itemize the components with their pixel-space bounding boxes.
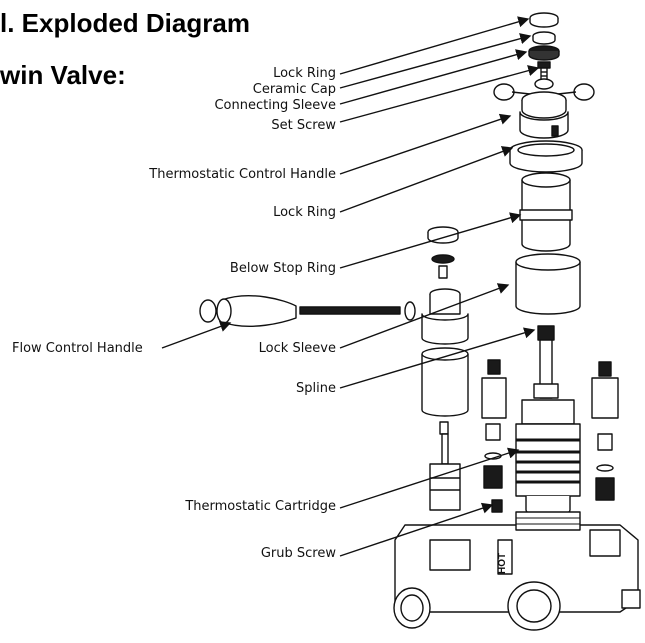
leader-lock-sleeve bbox=[339, 283, 510, 349]
ceramic-cap-part bbox=[532, 31, 556, 45]
leader-below-stop-ring bbox=[339, 212, 522, 269]
leader-set-screw bbox=[339, 65, 540, 123]
lock-ring-cylinder-part bbox=[519, 172, 573, 252]
cross-handle-part bbox=[493, 78, 595, 139]
flow-control-handle-part bbox=[199, 295, 416, 327]
label-thermostatic-control-handle: Thermostatic Control Handle bbox=[149, 167, 336, 182]
thermostatic-handle-ring-part bbox=[509, 140, 583, 173]
connecting-sleeve-part bbox=[528, 45, 560, 61]
leader-spline bbox=[339, 327, 536, 389]
spline-stem-part bbox=[533, 325, 559, 399]
left-spindle-part bbox=[429, 421, 461, 511]
top-lock-ring-part bbox=[529, 12, 559, 28]
leader-lock-ring bbox=[339, 146, 514, 213]
label-below-stop-ring: Below Stop Ring bbox=[229, 261, 336, 276]
label-ceramic-cap: Ceramic Cap bbox=[252, 82, 336, 97]
label-set-screw: Set Screw bbox=[271, 118, 336, 133]
left-lock-sleeve-part bbox=[421, 288, 469, 417]
diagram-title: l. Exploded Diagram bbox=[0, 8, 250, 38]
leader-thermostatic-handle bbox=[339, 113, 512, 175]
label-grub-screw: Grub Screw bbox=[260, 546, 336, 561]
valve-body-part bbox=[393, 511, 641, 631]
hot-side-cartridge-part bbox=[481, 359, 507, 513]
leader-flow-control-handle bbox=[161, 321, 232, 349]
leader-ceramic-cap bbox=[339, 33, 532, 89]
thermostatic-cartridge-part bbox=[515, 399, 581, 517]
leader-thermostatic-cartridge bbox=[339, 447, 520, 509]
label-connecting-sleeve: Connecting Sleeve bbox=[214, 98, 336, 113]
leader-connecting-sleeve bbox=[339, 49, 528, 105]
label-spline: Spline bbox=[296, 381, 336, 396]
body-hot-label: HOT bbox=[497, 553, 508, 574]
cold-side-cartridge-part bbox=[591, 361, 619, 501]
diagram-subtitle: win Valve: bbox=[0, 60, 126, 90]
label-lock-sleeve: Lock Sleeve bbox=[258, 341, 336, 356]
label-lock-ring: Lock Ring bbox=[273, 205, 336, 220]
lock-sleeve-cylinder-part bbox=[515, 253, 581, 315]
label-lock-ring-top: Lock Ring bbox=[273, 66, 336, 81]
label-flow-control-handle: Flow Control Handle bbox=[12, 341, 143, 356]
leader-grub-screw bbox=[339, 502, 494, 557]
label-thermostatic-cartridge: Thermostatic Cartridge bbox=[185, 499, 336, 514]
leader-lock-ring-top bbox=[339, 16, 530, 75]
